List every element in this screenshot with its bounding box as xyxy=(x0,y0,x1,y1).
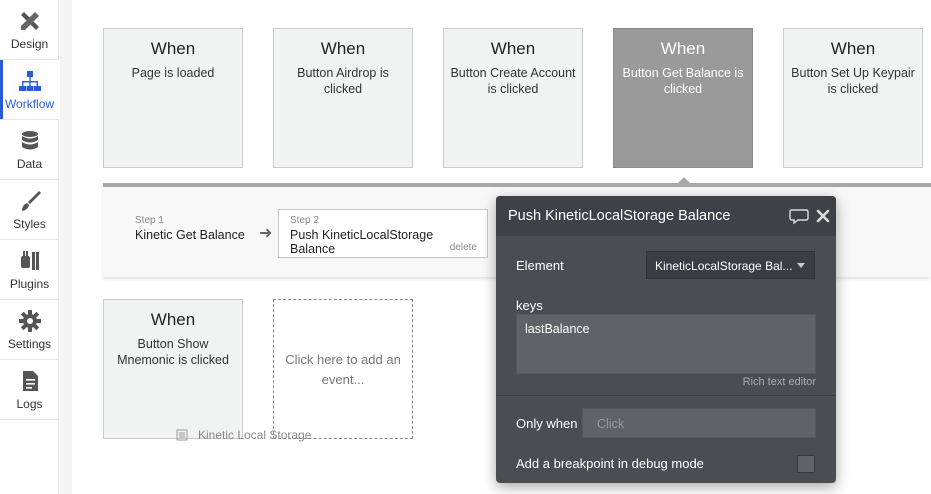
nav-data[interactable]: Data xyxy=(0,120,59,180)
event-desc: Page is loaded xyxy=(131,66,215,80)
step-name: Kinetic Get Balance xyxy=(135,228,245,242)
delete-step-link[interactable]: delete xyxy=(449,242,477,253)
element-tag-label: Kinetic Local Storage xyxy=(198,428,312,442)
event-button-set-up-keypair[interactable]: When Button Set Up Keypair is clicked xyxy=(783,28,923,168)
nav-label: Logs xyxy=(16,397,43,411)
breakpoint-checkbox[interactable] xyxy=(797,455,815,473)
left-nav: Design Workflow Data Styles xyxy=(0,0,59,494)
element-dropdown-value: KineticLocalStorage Bal... xyxy=(655,259,793,273)
gear-icon xyxy=(18,310,41,332)
event-button-airdrop[interactable]: When Button Airdrop is clicked xyxy=(273,28,413,168)
step-number: Step 1 xyxy=(135,215,164,226)
step-name: Push KineticLocalStorage Balance xyxy=(290,228,434,256)
event-when: When xyxy=(320,39,366,58)
event-desc: Button Get Balance is clicked xyxy=(622,66,744,96)
event-button-create-account[interactable]: When Button Create Account is clicked xyxy=(443,28,583,168)
event-page-loaded[interactable]: When Page is loaded xyxy=(103,28,243,168)
event-button-show-mnemonic[interactable]: When Button Show Mnemonic is clicked xyxy=(103,299,243,439)
nav-plugins[interactable]: Plugins xyxy=(0,240,59,300)
selection-pointer xyxy=(677,177,691,184)
document-icon xyxy=(22,371,38,391)
close-icon[interactable] xyxy=(815,208,831,224)
design-icon xyxy=(20,12,39,30)
editor-header: Push KineticLocalStorage Balance xyxy=(496,196,836,236)
only-when-label: Only when xyxy=(516,416,578,431)
event-button-get-balance[interactable]: When Button Get Balance is clicked xyxy=(613,28,753,168)
plug-icon xyxy=(20,251,39,270)
workflow-icon xyxy=(18,71,41,91)
arrow-right-icon: ➜ xyxy=(259,225,273,242)
only-when-placeholder: Click xyxy=(597,417,625,431)
keys-input[interactable]: lastBalance xyxy=(516,314,816,374)
event-desc: Button Set Up Keypair is clicked xyxy=(791,66,915,96)
nav-settings[interactable]: Settings xyxy=(0,300,59,360)
nav-label: Data xyxy=(16,157,43,171)
database-icon xyxy=(21,131,38,150)
step-number: Step 2 xyxy=(290,215,319,226)
add-event-button[interactable]: Click here to add an event... xyxy=(273,299,413,439)
event-desc: Button Show Mnemonic is clicked xyxy=(117,337,229,367)
property-editor: Push KineticLocalStorage Balance Element… xyxy=(496,196,836,483)
nav-label: Design xyxy=(10,37,49,51)
nav-label: Plugins xyxy=(9,277,50,291)
nav-label: Styles xyxy=(13,217,46,231)
divider xyxy=(496,395,836,396)
element-dropdown[interactable]: KineticLocalStorage Bal... xyxy=(646,251,815,279)
nav-workflow[interactable]: Workflow xyxy=(0,60,59,120)
event-desc: Button Create Account is clicked xyxy=(450,66,576,96)
rich-text-editor-link[interactable]: Rich text editor xyxy=(742,376,816,388)
chevron-down-icon xyxy=(797,263,805,268)
list-icon xyxy=(176,429,188,441)
keys-value: lastBalance xyxy=(525,322,590,336)
event-desc: Button Airdrop is clicked xyxy=(297,66,389,96)
nav-design[interactable]: Design xyxy=(0,0,59,60)
breakpoint-label: Add a breakpoint in debug mode xyxy=(516,456,704,471)
element-tag[interactable]: Kinetic Local Storage xyxy=(176,428,311,442)
event-when: When xyxy=(150,39,196,58)
step-1[interactable]: Step 1 Kinetic Get Balance xyxy=(135,215,245,242)
step-2[interactable]: Step 2 Push KineticLocalStorage Balance … xyxy=(278,209,488,258)
editor-title: Push KineticLocalStorage Balance xyxy=(508,208,731,224)
event-when: When xyxy=(150,310,196,329)
event-when: When xyxy=(830,39,876,58)
comment-icon[interactable] xyxy=(789,207,809,225)
nav-styles[interactable]: Styles xyxy=(0,180,59,240)
element-label: Element xyxy=(516,258,564,273)
event-when: When xyxy=(490,39,536,58)
add-event-label: Click here to add an event... xyxy=(285,352,401,387)
nav-label: Settings xyxy=(7,337,52,351)
event-when: When xyxy=(660,39,706,58)
nav-label: Workflow xyxy=(4,97,55,111)
nav-logs[interactable]: Logs xyxy=(0,360,59,420)
only-when-input[interactable]: Click xyxy=(582,408,816,438)
keys-label: keys xyxy=(516,298,543,313)
brush-icon xyxy=(21,191,41,211)
